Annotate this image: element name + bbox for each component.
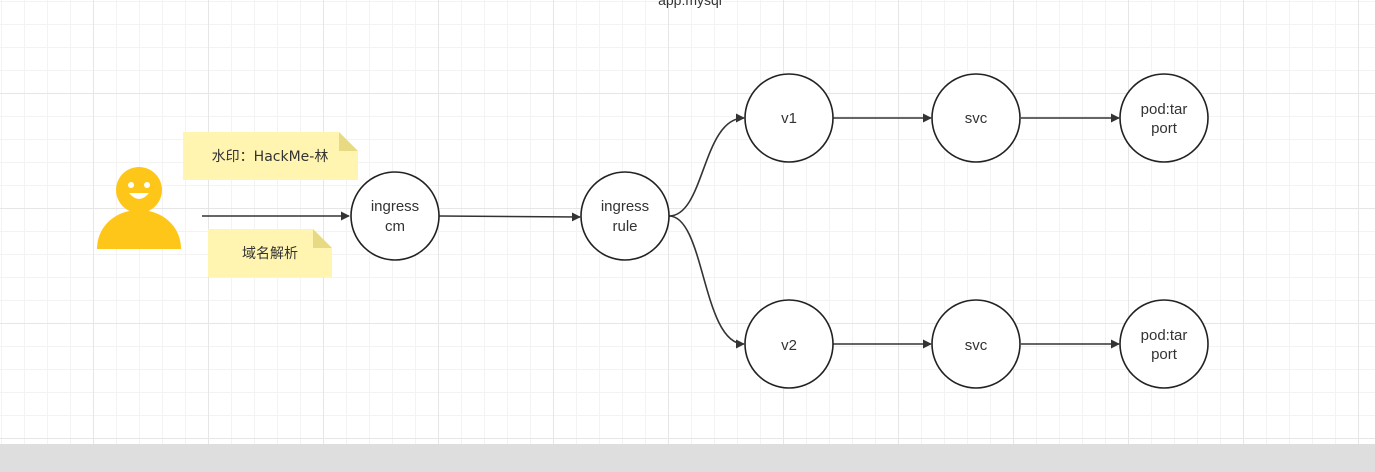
dns-note-text: 域名解析	[242, 246, 298, 262]
node-pod-bottom-label-line1: pod:tar	[1141, 327, 1188, 344]
cut-off-label: app:mysql	[658, 0, 722, 8]
node-ingress-cm[interactable]: ingress cm	[350, 171, 440, 261]
diagram-svg: 水印：HackMe-林 域名解析 ingress cm ingress	[97, 73, 1209, 389]
node-ingress-cm-label-line2: cm	[385, 218, 405, 235]
node-pod-top-label-line2: port	[1151, 120, 1178, 137]
diagram-canvas: app:mysql 水印：HackMe-林 域名解析	[0, 0, 1375, 444]
bottom-scroll-bar[interactable]	[0, 444, 1375, 472]
node-v2-label: v2	[781, 337, 797, 354]
node-pod-bottom-label-line2: port	[1151, 346, 1178, 363]
node-svc-bottom-label: svc	[965, 337, 988, 354]
dns-note[interactable]: 域名解析	[208, 229, 332, 277]
node-ingress-rule-label-line1: ingress	[601, 198, 649, 215]
edge-cm-to-rule	[438, 212, 581, 222]
watermark-note[interactable]: 水印：HackMe-林	[183, 132, 358, 180]
node-svc-bottom[interactable]: svc	[931, 299, 1021, 389]
node-ingress-cm-label-line1: ingress	[371, 198, 419, 215]
node-v2[interactable]: v2	[744, 299, 834, 389]
node-svc-top[interactable]: svc	[931, 73, 1021, 163]
watermark-note-text: 水印：HackMe-林	[212, 149, 329, 165]
node-ingress-rule-label-line2: rule	[612, 218, 637, 235]
node-ingress-rule[interactable]: ingress rule	[580, 171, 670, 261]
node-pod-top-label-line1: pod:tar	[1141, 101, 1188, 118]
node-svc-top-label: svc	[965, 110, 988, 127]
edge-rule-to-v2	[668, 215, 745, 349]
node-pod-bottom[interactable]: pod:tar port	[1119, 299, 1209, 389]
user-icon[interactable]	[97, 167, 181, 249]
edge-rule-to-v1	[668, 113, 745, 217]
node-pod-top[interactable]: pod:tar port	[1119, 73, 1209, 163]
node-v1-label: v1	[781, 110, 797, 127]
node-v1[interactable]: v1	[744, 73, 834, 163]
